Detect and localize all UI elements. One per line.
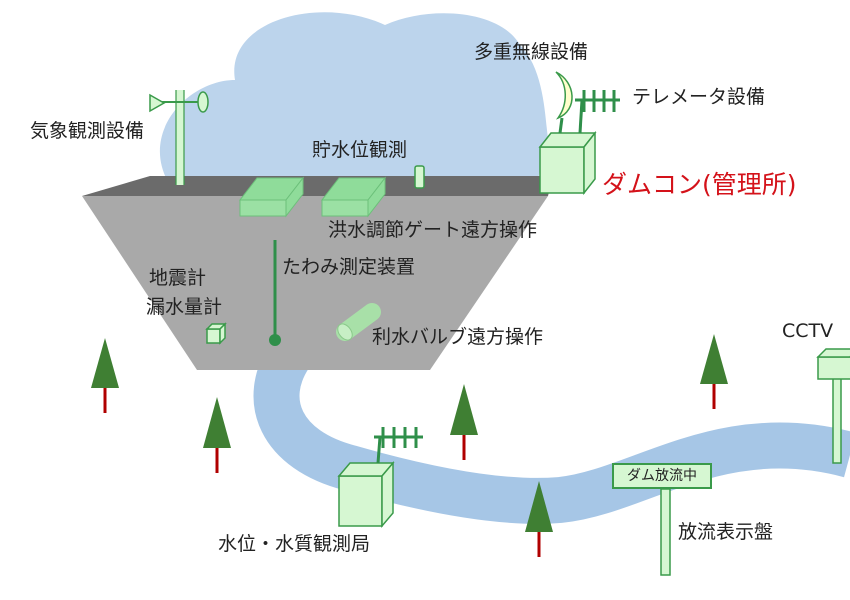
- flood-gate-equipment: [238, 176, 387, 218]
- cctv-label: CCTV: [782, 320, 834, 342]
- tree-icon: [700, 334, 728, 409]
- deflection-label: たわみ測定装置: [282, 256, 416, 278]
- discharge-sign: ダム放流中: [612, 463, 712, 489]
- reservoir-level-label: 貯水位観測: [312, 139, 408, 161]
- weather-station-icon: [149, 90, 209, 185]
- dam-control-building: [538, 71, 620, 196]
- seismometer-label: 地震計: [149, 267, 207, 289]
- flood-gate-remote-label: 洪水調節ゲート遠方操作: [328, 219, 538, 241]
- discharge-display-pole: [660, 488, 671, 576]
- tree-icon: [525, 481, 553, 557]
- valve-remote-label: 利水バルブ遠方操作: [372, 326, 544, 348]
- water-level-gauge: [414, 165, 425, 189]
- valve-pipe: [336, 303, 381, 341]
- discharge-display-label: 放流表示盤: [678, 521, 774, 543]
- dam-body: [82, 196, 548, 370]
- tree-icon: [91, 338, 119, 413]
- telemeter-label: テレメータ設備: [632, 86, 766, 108]
- dam: [82, 176, 553, 370]
- water-quality-station: [337, 427, 423, 529]
- tree-icon: [203, 397, 231, 473]
- weather-label: 気象観測設備: [30, 120, 145, 142]
- tree-icon: [450, 384, 478, 460]
- river: [253, 342, 850, 524]
- multiplex-radio-label: 多重無線設備: [474, 41, 589, 63]
- deflection-pendulum: [269, 240, 281, 346]
- cctv-camera-icon: [816, 348, 850, 464]
- sky-cloud: [159, 12, 549, 190]
- dam-crest: [82, 176, 553, 196]
- seismometer-box: [205, 322, 227, 345]
- water-quality-label: 水位・水質観測局: [218, 533, 371, 555]
- leak-meter-label: 漏水量計: [146, 296, 223, 318]
- dam-control-label: ダムコン(管理所): [602, 170, 797, 199]
